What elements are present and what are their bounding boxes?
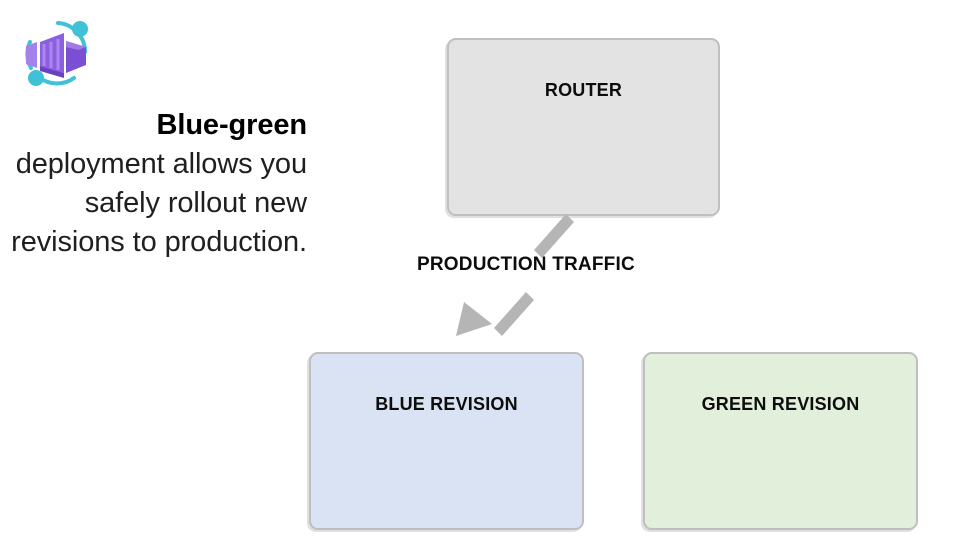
arrow-head bbox=[456, 302, 492, 336]
production-traffic-arrow-icon bbox=[456, 214, 574, 336]
orbit-dot-bottom-icon bbox=[28, 70, 44, 86]
container-block-right-top-icon bbox=[66, 41, 86, 50]
production-traffic-label: PRODUCTION TRAFFIC bbox=[417, 254, 635, 275]
caption-body: deployment allows you safely rollout new… bbox=[11, 148, 307, 258]
container-slab-left-icon bbox=[26, 42, 37, 68]
arrow-shaft-lower bbox=[494, 292, 534, 336]
green-revision-node[interactable]: GREEN REVISION bbox=[643, 352, 918, 530]
blue-revision-node[interactable]: BLUE REVISION bbox=[309, 352, 584, 530]
orbit-dot-top-icon bbox=[72, 21, 88, 37]
green-revision-node-label: GREEN REVISION bbox=[701, 394, 860, 414]
router-node[interactable]: ROUTER bbox=[447, 38, 720, 216]
router-node-label: ROUTER bbox=[544, 80, 623, 100]
container-body-shadow-icon bbox=[40, 66, 64, 78]
blue-revision-node-label: BLUE REVISION bbox=[375, 394, 518, 414]
arrow-shaft-upper bbox=[534, 214, 574, 258]
caption-text: Blue-green deployment allows you safely … bbox=[10, 106, 307, 262]
caption-lead: Blue-green bbox=[156, 109, 308, 141]
container-block-right-icon bbox=[66, 41, 86, 73]
orbit-arc-bottom-icon bbox=[38, 76, 76, 86]
azure-container-apps-logo bbox=[18, 16, 94, 90]
logo-svg bbox=[25, 21, 88, 86]
